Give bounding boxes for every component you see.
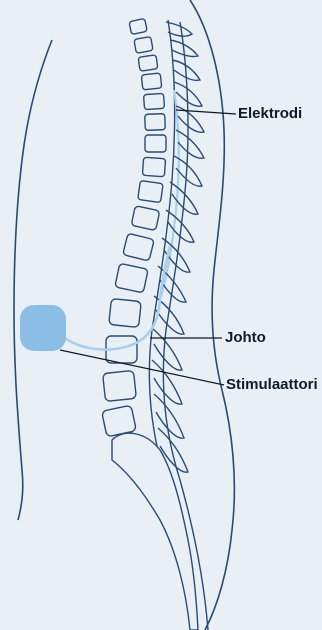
lead-label: Johto <box>225 330 266 345</box>
electrode-label: Elektrodi <box>238 106 302 121</box>
vertebral-bodies <box>102 18 166 436</box>
stimulator-device <box>20 305 66 351</box>
electrode-leader-line <box>176 110 236 114</box>
stimulator-leader-line <box>60 350 224 385</box>
sacrum <box>112 433 198 630</box>
lead-wire <box>62 246 170 350</box>
stimulator-label: Stimulaattori <box>226 377 318 392</box>
body-outline-left <box>14 40 52 520</box>
body-outline-right <box>190 0 234 630</box>
